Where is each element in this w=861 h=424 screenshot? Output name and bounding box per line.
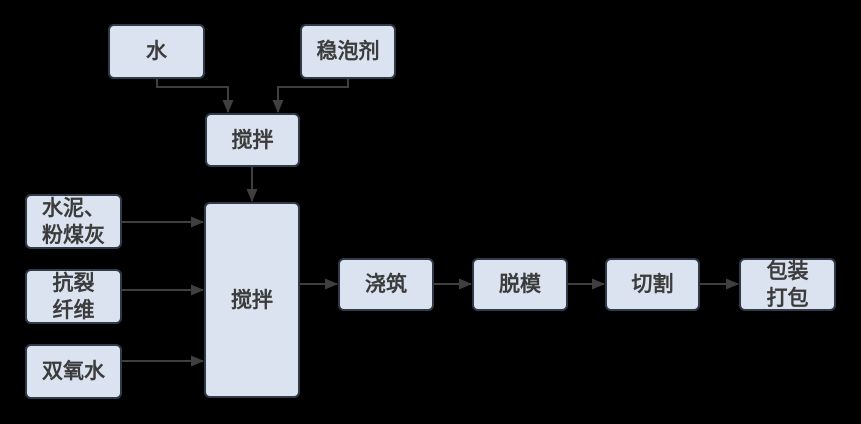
node-cutting-label: 切割 xyxy=(631,271,674,297)
node-pouring: 浇筑 xyxy=(338,258,434,311)
connector-foam-stabilizer-to-mix-pre xyxy=(272,79,349,113)
node-anti-crack-fiber-label: 抗裂 纤维 xyxy=(52,270,95,322)
node-cement-fly-ash: 水泥、 粉煤灰 xyxy=(25,194,122,249)
node-water: 水 xyxy=(108,24,205,79)
node-anti-crack-fiber: 抗裂 纤维 xyxy=(25,269,122,324)
node-foam-stabilizer-label: 稳泡剂 xyxy=(316,38,380,64)
node-mix-main-label: 搅拌 xyxy=(231,286,273,312)
node-packing-label: 包装 打包 xyxy=(766,258,809,310)
node-hydrogen-peroxide: 双氧水 xyxy=(25,344,122,399)
node-demolding: 脱模 xyxy=(472,258,568,311)
node-hydrogen-peroxide-label: 双氧水 xyxy=(42,358,105,384)
node-cement-fly-ash-label: 水泥、 粉煤灰 xyxy=(42,195,105,247)
node-mix-pre-label: 搅拌 xyxy=(231,126,274,152)
connector-water-to-mix-pre xyxy=(156,79,234,113)
node-pouring-label: 浇筑 xyxy=(365,271,407,297)
node-packing: 包装 打包 xyxy=(739,258,836,311)
node-foam-stabilizer: 稳泡剂 xyxy=(300,24,396,79)
node-cutting: 切割 xyxy=(605,258,700,311)
node-demolding-label: 脱模 xyxy=(499,271,541,297)
node-mix-main: 搅拌 xyxy=(204,202,300,398)
node-mix-pre: 搅拌 xyxy=(205,113,300,167)
node-water-label: 水 xyxy=(146,38,167,64)
